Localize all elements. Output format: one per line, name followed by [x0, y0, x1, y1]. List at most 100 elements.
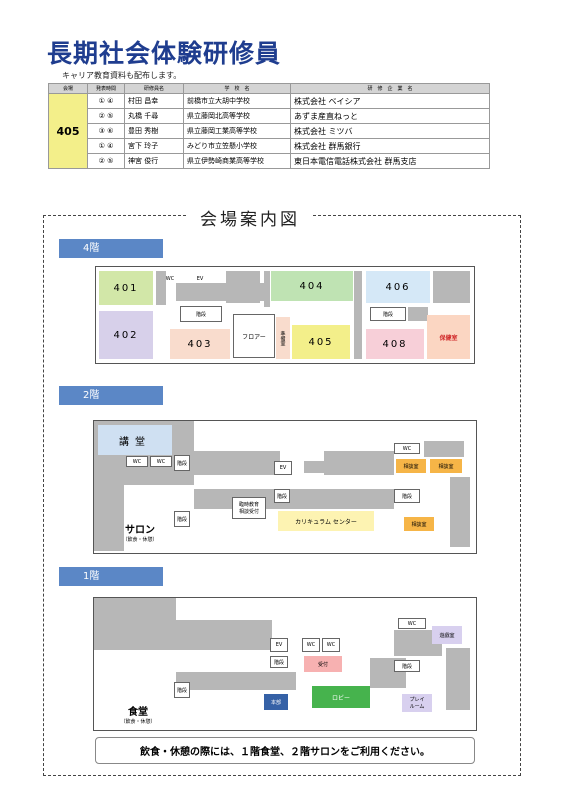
wc-1f-a: WC	[302, 638, 320, 652]
consult-desk-2f: 臨時教育 相談受付	[232, 497, 266, 519]
wc-2f-a: WC	[126, 456, 148, 467]
room-404: 404	[271, 271, 353, 301]
wall-block	[408, 307, 428, 321]
play-hall-1f: 遊戯室	[432, 626, 462, 644]
cafeteria-1f: 食堂 （飲食・休憩）	[120, 707, 156, 725]
time-cell: ① ④	[87, 138, 125, 154]
consult-room-c: 相談室	[404, 517, 434, 531]
trainee-name: 豊田 秀樹	[124, 123, 184, 139]
wc-2f-c: WC	[394, 443, 420, 454]
school-name: みどり市立笠懸小学校	[183, 138, 291, 154]
company-name: 株式会社 ベイシア	[290, 93, 490, 109]
wall-block	[433, 271, 470, 303]
stairs-2f-a: 階段	[174, 455, 190, 471]
floor-area-4f: フロアー	[233, 314, 275, 358]
stairs-2f-c: 階段	[274, 489, 290, 503]
company-name: 株式会社 群馬銀行	[290, 138, 490, 154]
wall-block	[176, 620, 272, 650]
wall-block	[354, 271, 362, 359]
prep-room-4f: 準備室	[276, 317, 290, 359]
time-cell: ③ ⑥	[87, 123, 125, 139]
room-406: 406	[366, 271, 430, 303]
company-name: あずま産直ねっと	[290, 108, 490, 124]
wall-block	[94, 598, 176, 650]
school-name: 前橋市立大胡中学校	[183, 93, 291, 109]
table-row: ③ ⑥ 豊田 秀樹 県立藤岡工業高等学校 株式会社 ミツバ	[49, 123, 490, 139]
floor-plan-2f: 講堂 WC WC 階段 EV サロン （飲食・休憩） 階段 臨時教育 相談受付 …	[93, 420, 477, 554]
table-row: ② ⑤ 丸橋 千尋 県立藤岡北高等学校 あずま産直ねっと	[49, 108, 490, 124]
time-cell: ② ⑤	[87, 108, 125, 124]
page-subtitle: キャリア教育資料も配布します。	[62, 71, 182, 80]
hall-2f: 講堂	[98, 425, 172, 455]
wall-block	[450, 477, 470, 547]
venue-cell: 405	[48, 93, 88, 169]
wall-block	[94, 485, 124, 551]
wc-4f: WC	[165, 276, 175, 282]
stairs-1f-b: 階段	[174, 682, 190, 698]
table-row: ① ④ 宮下 玲子 みどり市立笠懸小学校 株式会社 群馬銀行	[49, 138, 490, 154]
stairs-4f-b: 階段	[370, 307, 406, 321]
ev-1f: EV	[270, 638, 288, 652]
wall-block	[264, 271, 270, 307]
consult-room-a: 相談室	[396, 459, 426, 473]
wc-1f-b: WC	[322, 638, 340, 652]
wall-block	[226, 271, 260, 303]
room-402: 402	[99, 311, 153, 359]
company-name: 東日本電信電話株式会社 群馬支店	[290, 153, 490, 169]
wall-block	[194, 451, 280, 475]
lobby-1f: ロビー	[312, 686, 370, 708]
ev-4f: EV	[196, 276, 204, 282]
wall-block	[446, 648, 470, 710]
headquarters-1f: 本部	[264, 694, 288, 710]
col-company: 研 修 企 業 名	[290, 83, 490, 94]
salon-2f: サロン （飲食・休憩）	[122, 525, 158, 543]
wall-block	[176, 672, 296, 690]
venue-map-title: 会場案内図	[188, 205, 312, 230]
stairs-2f-d: 階段	[394, 489, 420, 503]
room-405: 405	[292, 325, 350, 359]
floor-label-2f: 2階	[59, 386, 163, 405]
col-venue: 会場	[48, 83, 88, 94]
trainee-name: 宮下 玲子	[124, 138, 184, 154]
stairs-4f-a: 階段	[180, 306, 222, 322]
consult-room-b: 相談室	[430, 459, 462, 473]
wc-2f-b: WC	[150, 456, 172, 467]
wall-block	[324, 451, 394, 475]
trainee-name: 村田 昌幸	[124, 93, 184, 109]
wall-block	[304, 461, 324, 473]
wall-block	[424, 441, 464, 457]
wall-block	[194, 489, 394, 509]
page-title: 長期社会体験研修員	[47, 39, 282, 68]
stairs-2f-b: 階段	[174, 511, 190, 527]
presentation-schedule-table: 会場 発表時間 研修員名 学 校 名 研 修 企 業 名 405 ① ④ 村田 …	[48, 83, 490, 169]
table-header-row: 会場 発表時間 研修員名 学 校 名 研 修 企 業 名	[48, 83, 490, 94]
school-name: 県立伊勢崎商業高等学校	[183, 153, 291, 169]
stairs-1f-c: 階段	[394, 660, 420, 672]
trainee-name: 神宮 俊行	[124, 153, 184, 169]
col-school: 学 校 名	[183, 83, 291, 94]
trainee-name: 丸橋 千尋	[124, 108, 184, 124]
floor-plan-1f: EV WC WC 受付 階段 階段 食堂 （飲食・休憩） 本部 ロビー WC 遊…	[93, 597, 477, 731]
floor-plan-4f: 401 402 WC EV 階段 403 フロアー 準備室 404 405 40…	[95, 266, 475, 364]
company-name: 株式会社 ミツバ	[290, 123, 490, 139]
curriculum-center: カリキュラム センター	[278, 511, 374, 531]
table-row: 405 ① ④ 村田 昌幸 前橋市立大胡中学校 株式会社 ベイシア	[48, 93, 490, 169]
school-name: 県立藤岡工業高等学校	[183, 123, 291, 139]
nurse-room: 保健室	[427, 315, 470, 359]
school-name: 県立藤岡北高等学校	[183, 108, 291, 124]
wc-1f-c: WC	[398, 618, 426, 629]
ev-2f: EV	[274, 461, 292, 475]
stairs-1f-a: 階段	[270, 656, 288, 668]
table-row: ② ⑤ 神宮 俊行 県立伊勢崎商業高等学校 東日本電信電話株式会社 群馬支店	[49, 153, 490, 169]
wall-block	[156, 271, 166, 305]
footer-note: 飲食・休憩の際には、１階食堂、２階サロンをご利用ください。	[95, 737, 475, 764]
room-403: 403	[170, 329, 230, 359]
col-time: 発表時間	[87, 83, 125, 94]
room-401: 401	[99, 271, 153, 305]
floor-label-4f: 4階	[59, 239, 163, 258]
floor-label-1f: 1階	[59, 567, 163, 586]
time-cell: ① ④	[87, 93, 125, 109]
room-408: 408	[366, 329, 424, 359]
col-name: 研修員名	[124, 83, 184, 94]
time-cell: ② ⑤	[87, 153, 125, 169]
